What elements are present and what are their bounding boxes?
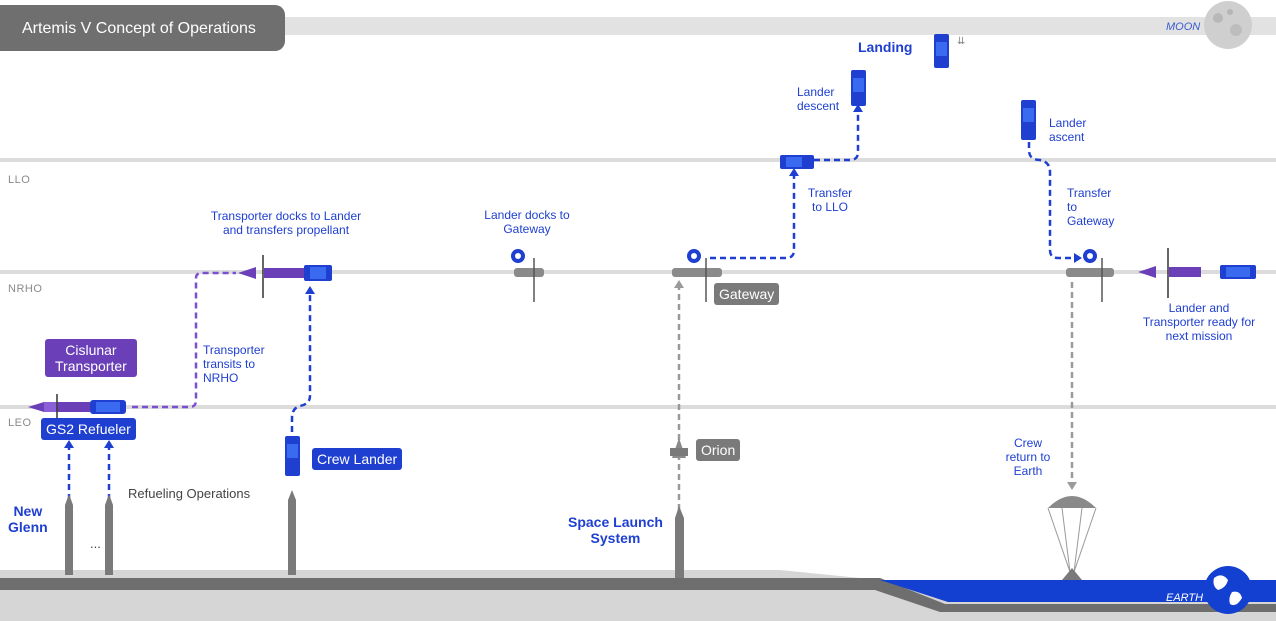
landing-heading: Landing — [858, 39, 913, 55]
moon-icon — [1204, 1, 1252, 49]
crew-lander-rocket — [288, 490, 296, 575]
transporter-transit-path — [132, 271, 236, 409]
lander-ascent-label: Lander ascent — [1049, 116, 1087, 144]
landed-lander: ⇊ — [934, 34, 965, 68]
transfer-llo-path — [710, 172, 796, 260]
sls-rocket — [675, 506, 684, 578]
nrho-label: NRHO — [8, 283, 43, 295]
leo-label: LEO — [8, 417, 32, 429]
orion-capsule — [670, 438, 688, 458]
moon-orbit-band — [0, 17, 1276, 35]
crew-lander-tag: Crew Lander — [312, 448, 403, 470]
gateway-station-1 — [511, 249, 544, 302]
transporter-transits-label: Transporter transits to NRHO — [203, 343, 265, 385]
transfer-to-gateway-label: Transfer to Gateway — [1067, 186, 1115, 228]
gateway-station-3 — [1066, 249, 1114, 302]
ascending-lander — [1021, 100, 1036, 140]
llo-label: LLO — [8, 174, 31, 186]
nrho-transporter-lander-stack — [238, 255, 332, 298]
crew-lander-path — [290, 292, 312, 432]
gs2-refueler-tag: GS2 Refueler — [41, 418, 136, 440]
transporter-docks-label: Transporter docks to Lander and transfer… — [210, 209, 362, 237]
earth-ground — [0, 570, 1276, 621]
svg-text:⇊: ⇊ — [957, 36, 965, 47]
new-glenn-rocket-2 — [105, 494, 113, 575]
ready-transporter-lander — [1138, 248, 1256, 298]
crew-return-label: Crew return to Earth — [1005, 436, 1051, 478]
lander-docks-label: Lander docks to Gateway — [484, 208, 570, 236]
earth-icon — [1204, 566, 1252, 614]
ready-next-mission-label: Lander and Transporter ready for next mi… — [1142, 301, 1256, 343]
new-glenn-heading: New Glenn — [8, 503, 48, 535]
lander-descent-path — [814, 108, 860, 162]
llo-lander — [780, 155, 814, 169]
ocean — [880, 580, 1276, 602]
new-glenn-rocket-1 — [65, 494, 73, 575]
gateway-station-2 — [672, 249, 722, 302]
page-title: Artemis V Concept of Operations — [0, 5, 285, 51]
crew-return-parachute — [1047, 496, 1097, 580]
transfer-gateway-path — [1027, 142, 1078, 260]
leo-orbit-line — [0, 405, 1276, 409]
transfer-to-llo-label: Transfer to LLO — [807, 186, 853, 214]
orion-tag: Orion — [696, 439, 741, 461]
cislunar-transporter-tag: Cislunar Transporter — [45, 339, 137, 377]
ellipsis-label: ... — [90, 536, 101, 551]
moon-label: MOON — [1166, 21, 1201, 33]
nrho-orbit-line — [0, 270, 1276, 274]
earth-label: EARTH — [1166, 592, 1204, 604]
sls-heading: Space Launch System — [568, 514, 663, 546]
refueling-operations-label: Refueling Operations — [128, 486, 251, 501]
crew-lander-craft — [285, 436, 300, 476]
lander-descent-label: Lander descent — [797, 85, 840, 113]
descending-lander — [851, 70, 866, 106]
leo-transporter-refueler-stack — [28, 394, 126, 420]
gateway-tag: Gateway — [714, 283, 780, 305]
llo-orbit-line — [0, 158, 1276, 162]
